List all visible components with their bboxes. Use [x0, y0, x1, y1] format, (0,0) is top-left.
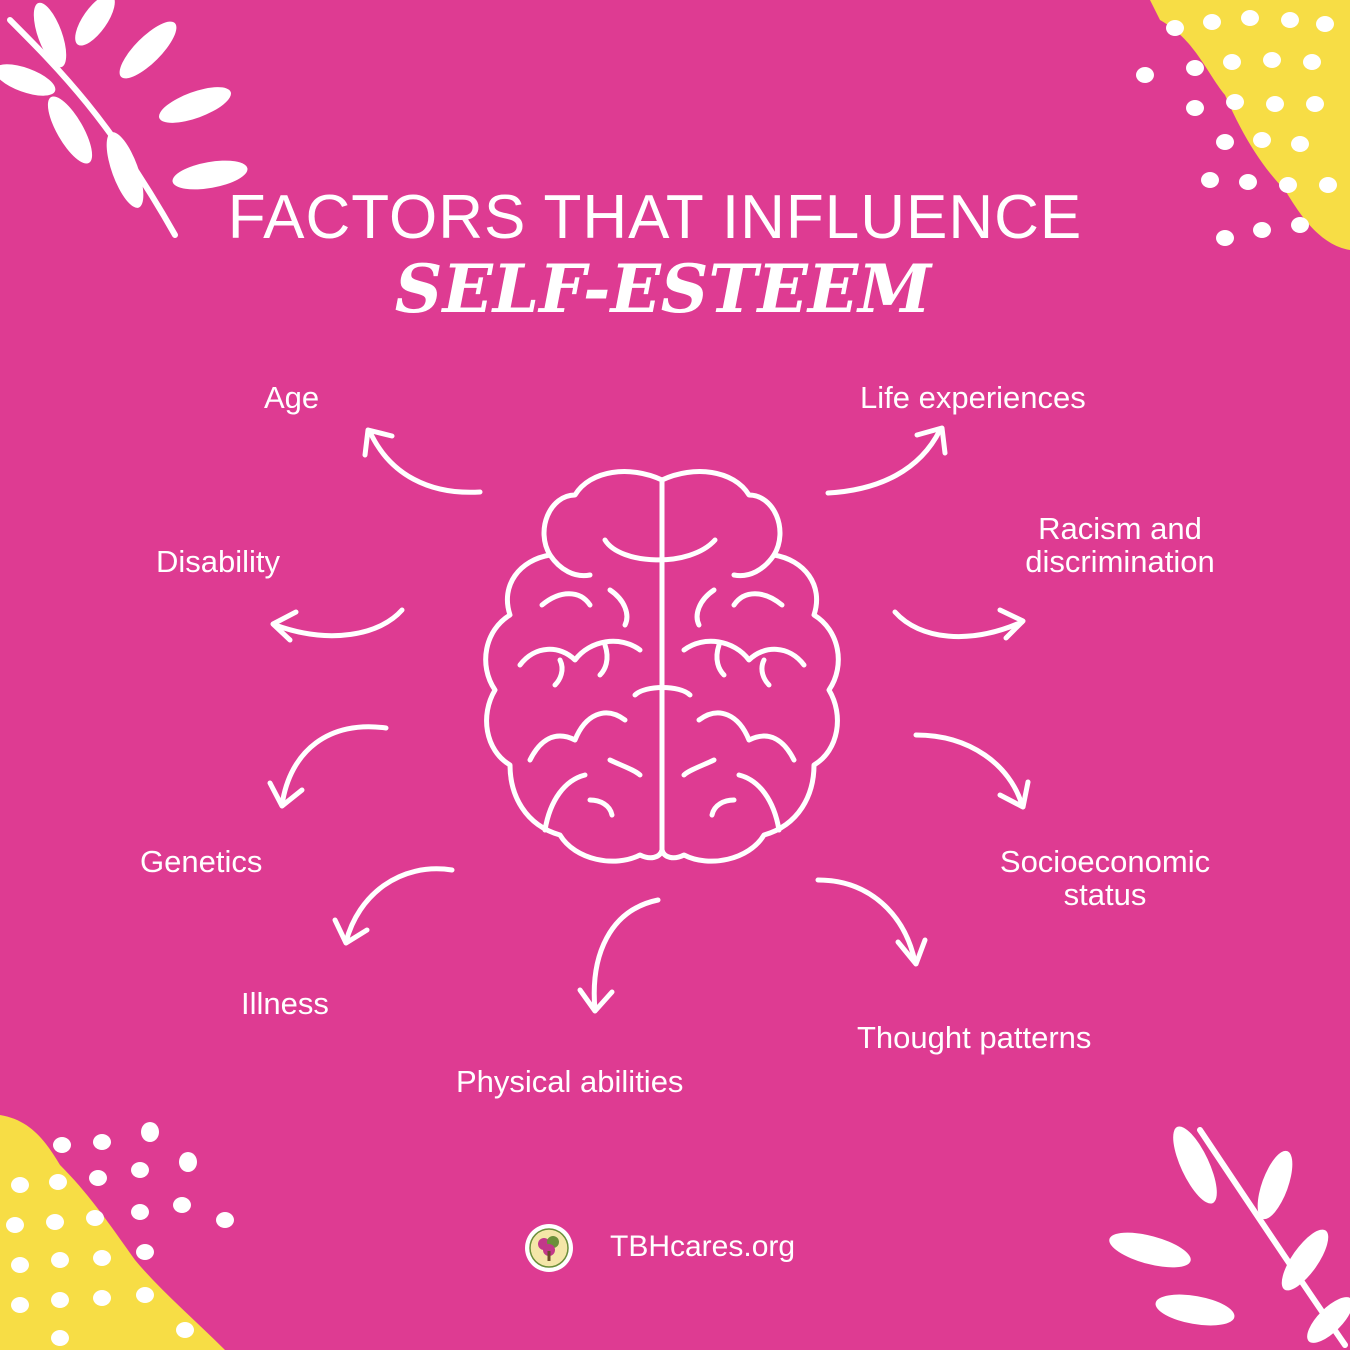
factor-age: Age [264, 380, 320, 415]
top-right-dot-pattern [1136, 0, 1350, 250]
title-line-1: FACTORS THAT INFLUENCE [227, 183, 1083, 252]
factor-disability: Disability [156, 544, 281, 579]
factor-racism-line-2: discrimination [1025, 544, 1215, 579]
arrow-icon-illness [332, 866, 455, 946]
logo-seal [525, 1224, 573, 1272]
top-left-leaf-branch-icon [0, 0, 248, 238]
bottom-left-dot-pattern [0, 1115, 234, 1350]
factor-socioeconomic-line-1: Socioeconomic [999, 844, 1211, 879]
arrow-icon-thought-patterns [815, 877, 928, 967]
arrow-icon-socioeconomic [913, 732, 1031, 810]
factor-racism-discrimination: Racism and discrimination [1005, 512, 1235, 578]
arrow-icon-physical-abilities [577, 897, 661, 1014]
factor-physical-abilities: Physical abilities [456, 1064, 684, 1099]
factor-illness: Illness [241, 986, 329, 1021]
factor-thought-patterns: Thought patterns [857, 1020, 1092, 1055]
factor-socioeconomic-status: Socioeconomic status [985, 845, 1225, 911]
footer-website-link[interactable]: TBHcares.org [610, 1230, 796, 1263]
title-line-2: SELF-ESTEEM [394, 250, 932, 328]
arrow-icon-disability [270, 607, 405, 643]
factor-genetics: Genetics [140, 844, 263, 879]
factor-life-experiences: Life experiences [860, 380, 1086, 415]
arrow-icon-age [362, 427, 483, 495]
bottom-right-leaf-branch-icon [1109, 1126, 1350, 1348]
arrow-icon-racism [892, 607, 1026, 641]
factor-socioeconomic-line-2: status [1063, 877, 1147, 912]
arrow-icon-genetics [267, 724, 389, 809]
arrow-icon-life-experiences [825, 425, 948, 496]
factor-racism-line-1: Racism and [1038, 511, 1202, 546]
